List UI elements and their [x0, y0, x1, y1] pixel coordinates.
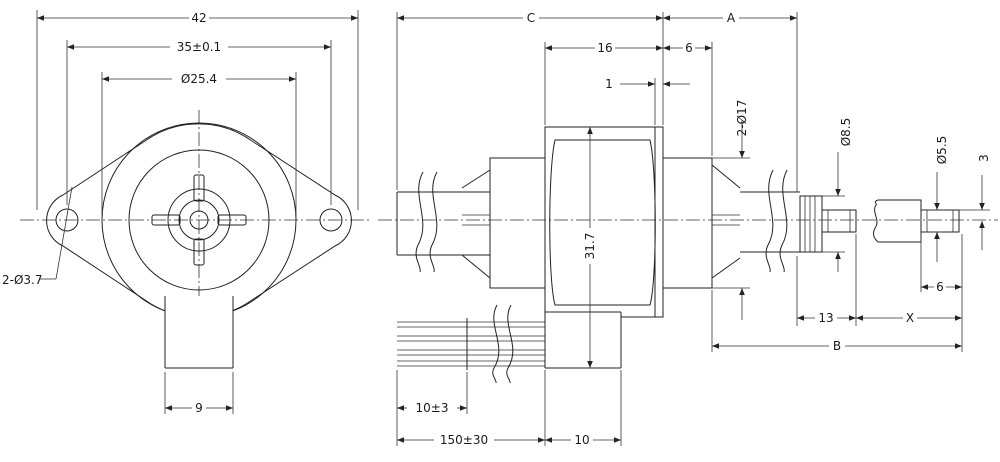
dim-label-2-phi17: 2-Ø17 — [735, 100, 749, 137]
pinion-shaft — [821, 209, 857, 233]
cross-arm-left — [151, 214, 181, 226]
mount-hole-left — [55, 208, 79, 232]
dim-label-1: 1 — [605, 77, 613, 91]
left-shaft-break — [415, 171, 424, 273]
shaft-circle — [189, 210, 209, 230]
alt-shaft-detail — [873, 199, 922, 243]
dim-label-mount-holes: 2-Ø3.7 — [2, 273, 43, 287]
hub-inner-circle — [178, 199, 220, 241]
dim-label-13: 13 — [818, 311, 833, 325]
rotor-circle — [128, 149, 270, 291]
main-body-inner — [549, 139, 656, 306]
right-shaft-break — [765, 169, 774, 273]
left-cone — [461, 157, 546, 289]
dim-label-16: 16 — [597, 41, 612, 55]
cross-arm-bottom — [193, 238, 205, 266]
dim-label-10: 10 — [574, 433, 589, 447]
left-shaft — [396, 191, 490, 256]
dim-label-6-top: 6 — [685, 41, 693, 55]
dim-label-tab-width: 9 — [195, 401, 203, 415]
dim-label-mount-pitch: 35±0.1 — [177, 40, 221, 54]
front-view: 42 35±0.1 Ø25.4 2-Ø3.7 9 — [2, 9, 372, 416]
cross-arm-right — [217, 214, 247, 226]
gear-section — [799, 195, 823, 253]
dim-label-6-right: 6 — [936, 280, 944, 294]
dim-label-3: 3 — [977, 154, 991, 162]
leader-mount-holes — [55, 186, 73, 280]
dim-label-31-7: 31.7 — [583, 233, 597, 260]
dim-label-overall-width: 42 — [191, 11, 206, 25]
dim-label-phi5-5: Ø5.5 — [935, 136, 949, 165]
dim-label-c: C — [527, 11, 535, 25]
dim-label-body-diameter: Ø25.4 — [181, 72, 217, 86]
right-shaft — [740, 191, 800, 253]
dim-label-10pm3: 10±3 — [416, 401, 449, 415]
wire-connector — [545, 312, 621, 368]
mount-hole-right — [319, 208, 343, 232]
lead-wires — [397, 304, 545, 384]
mounting-flange-outline — [46, 123, 352, 318]
side-view: C A 16 6 1 31.7 2-Ø17 — [378, 9, 998, 448]
dim-label-b: B — [833, 339, 841, 353]
cross-arm-top — [193, 174, 205, 202]
right-cone — [663, 157, 741, 289]
dim-label-phi8-5: Ø8.5 — [839, 118, 853, 147]
main-body — [544, 126, 664, 318]
dim-label-x: X — [906, 311, 914, 325]
dim-label-150pm30: 150±30 — [440, 433, 488, 447]
dim-label-a: A — [727, 11, 736, 25]
hub-outer-circle — [167, 188, 231, 252]
connector-tab — [165, 296, 233, 368]
